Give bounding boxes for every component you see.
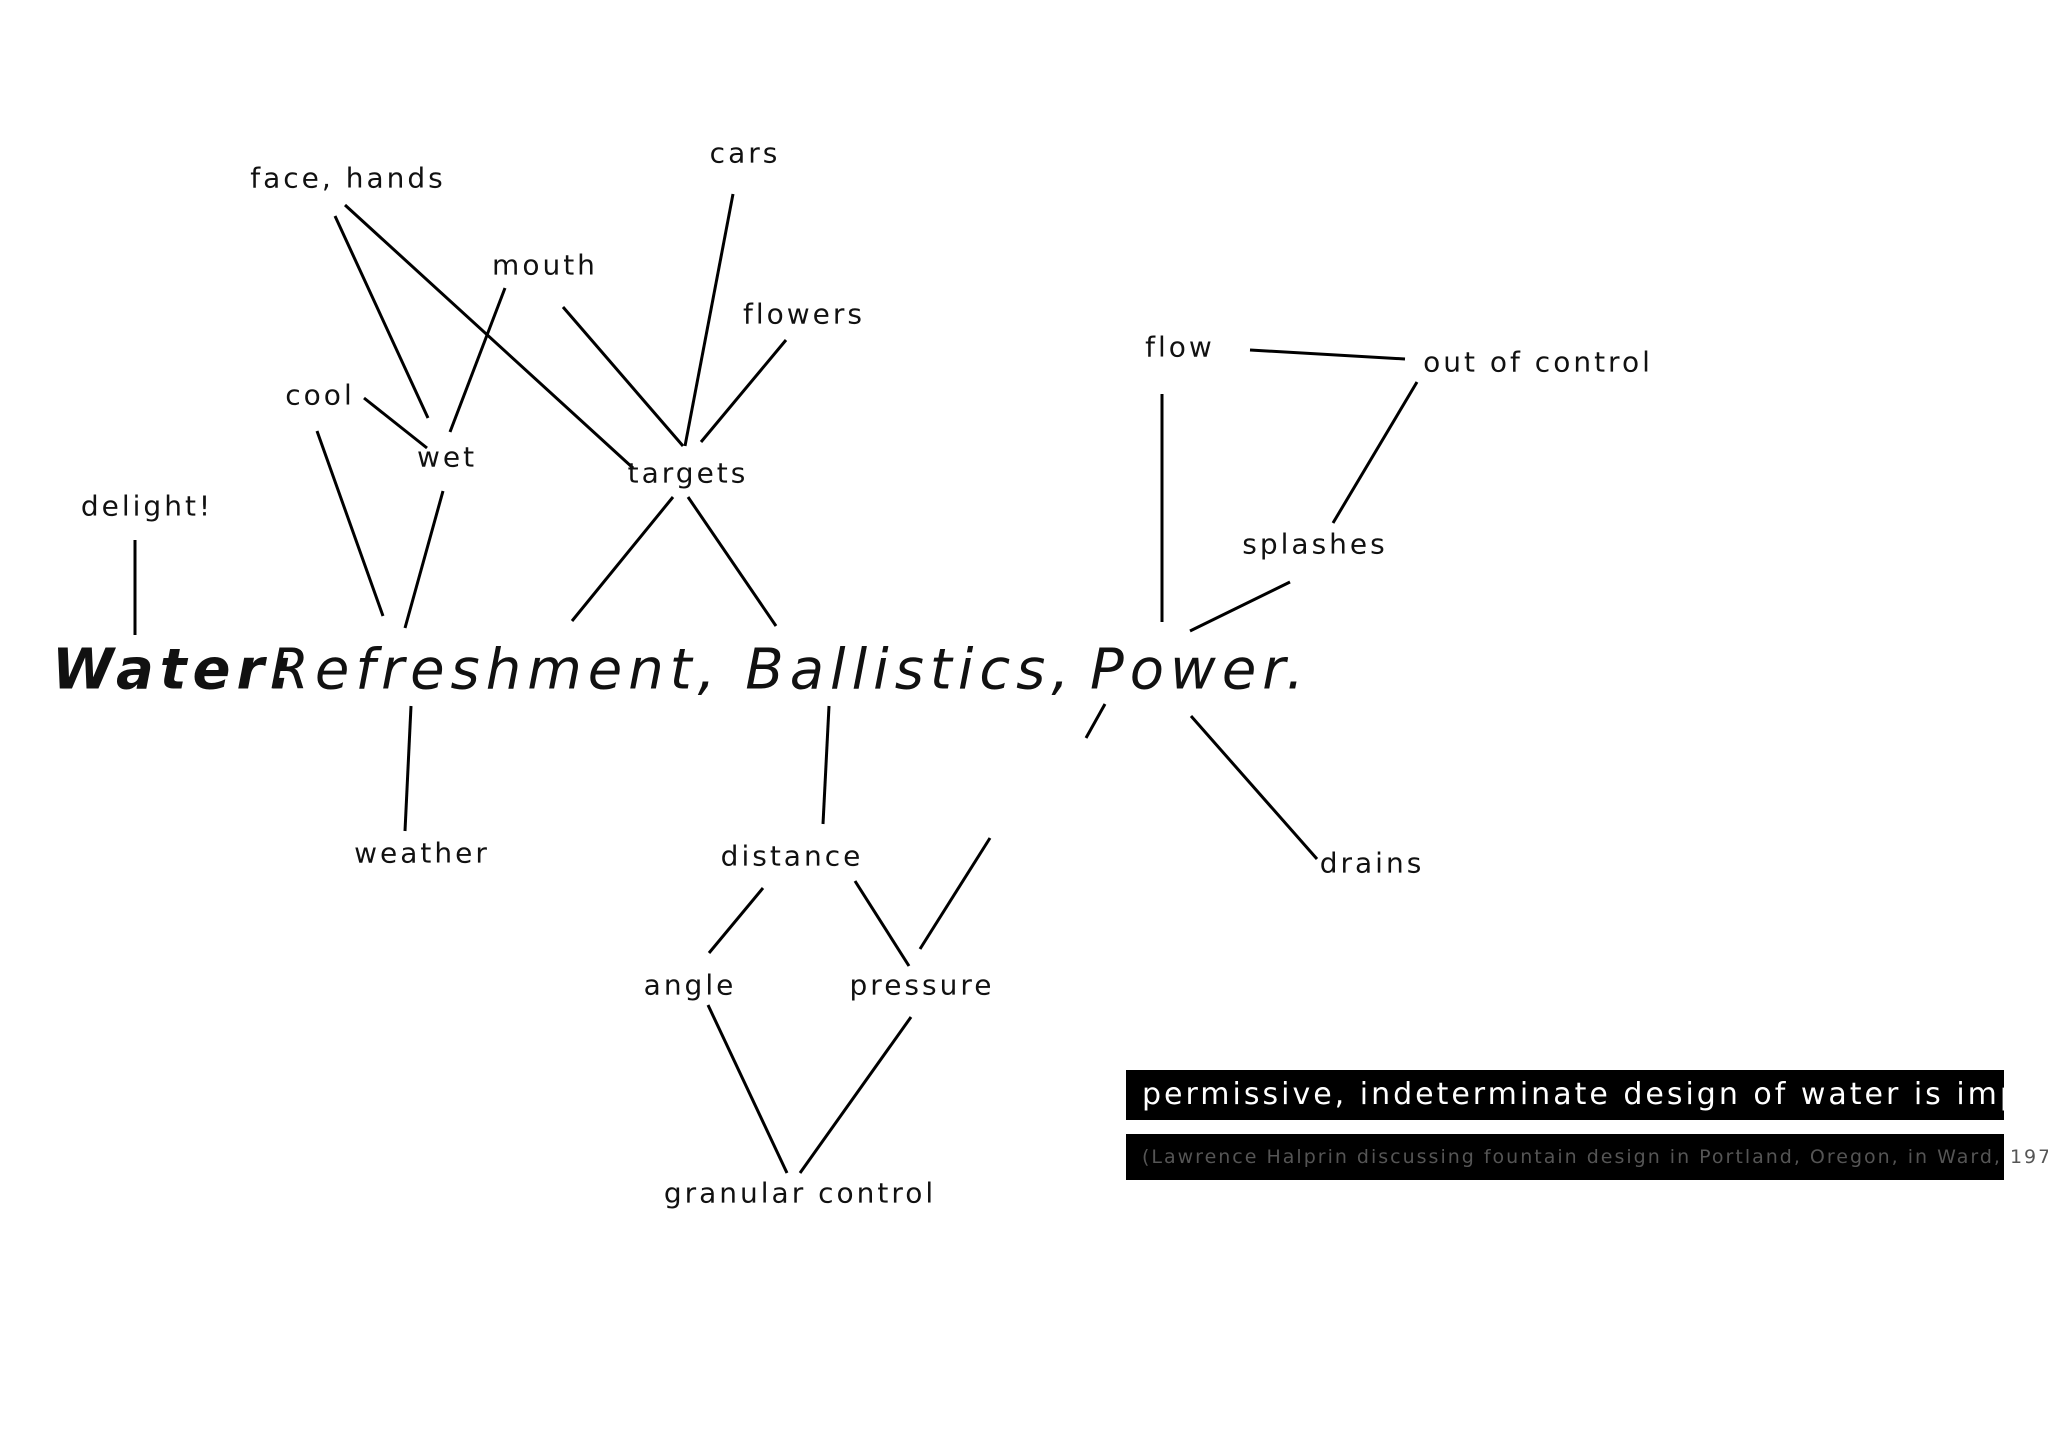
edge-flowers-to-targets: [699, 339, 788, 443]
edge-angle-to-granular-control: [706, 1004, 789, 1174]
edge-refreshment-to-weather: [403, 705, 413, 832]
edge-distance-to-angle: [707, 887, 765, 954]
edge-cars-to-targets: [683, 193, 735, 447]
edge-distance-to-pressure: [853, 880, 911, 967]
edge-power-to-drains: [1189, 715, 1319, 860]
edge-power-stub: [1084, 703, 1107, 739]
edge-mouth-to-wet: [448, 287, 507, 433]
edge-ballistics-to-distance: [821, 705, 831, 825]
edge-wet-to-water: [403, 490, 445, 629]
edge-face-hands-to-wet: [333, 215, 430, 419]
edge-cool-to-wet: [363, 396, 428, 450]
edge-splashes-to-power: [1189, 580, 1291, 633]
node-flowers: flowers: [743, 297, 865, 331]
node-out-of-control: out of control: [1423, 345, 1653, 379]
node-flow: flow: [1145, 330, 1215, 364]
citation-banner: (Lawrence Halprin discussing fountain de…: [1126, 1134, 2048, 1180]
quote-banner: permissive, indeterminate design of wate…: [1126, 1070, 2048, 1120]
edge-pressure-right-stub: [918, 837, 992, 950]
edge-targets-left-stub: [561, 306, 685, 447]
node-delight: delight!: [80, 489, 214, 523]
node-targets: targets: [627, 456, 749, 490]
node-angle: angle: [643, 968, 737, 1002]
edge-targets-to-ballistics: [686, 496, 778, 627]
node-wet: wet: [416, 440, 478, 474]
node-cars: cars: [709, 136, 781, 170]
node-pressure: pressure: [849, 968, 995, 1002]
node-distance: distance: [720, 839, 864, 873]
edge-targets-to-refreshment: [570, 496, 675, 622]
node-cool: cool: [285, 378, 355, 412]
title-power: Power.: [1090, 637, 1310, 703]
title-water: Water:: [52, 637, 299, 703]
node-drains: drains: [1319, 846, 1425, 880]
edge-pressure-to-granular-control: [798, 1016, 913, 1174]
node-weather: weather: [354, 836, 490, 870]
title-refreshment-ballistics: Refreshment, Ballistics,: [270, 637, 1076, 703]
edge-face-hands-to-targets: [343, 203, 635, 470]
edge-out-of-control-to-splashes: [1331, 381, 1419, 524]
node-splashes: splashes: [1242, 527, 1388, 561]
edge-cool-to-water: [315, 430, 385, 617]
node-face-hands: face, hands: [250, 161, 446, 195]
node-mouth: mouth: [492, 248, 598, 282]
edge-flow-to-out-of-control: [1249, 348, 1406, 361]
node-granular-control: granular control: [663, 1176, 937, 1210]
